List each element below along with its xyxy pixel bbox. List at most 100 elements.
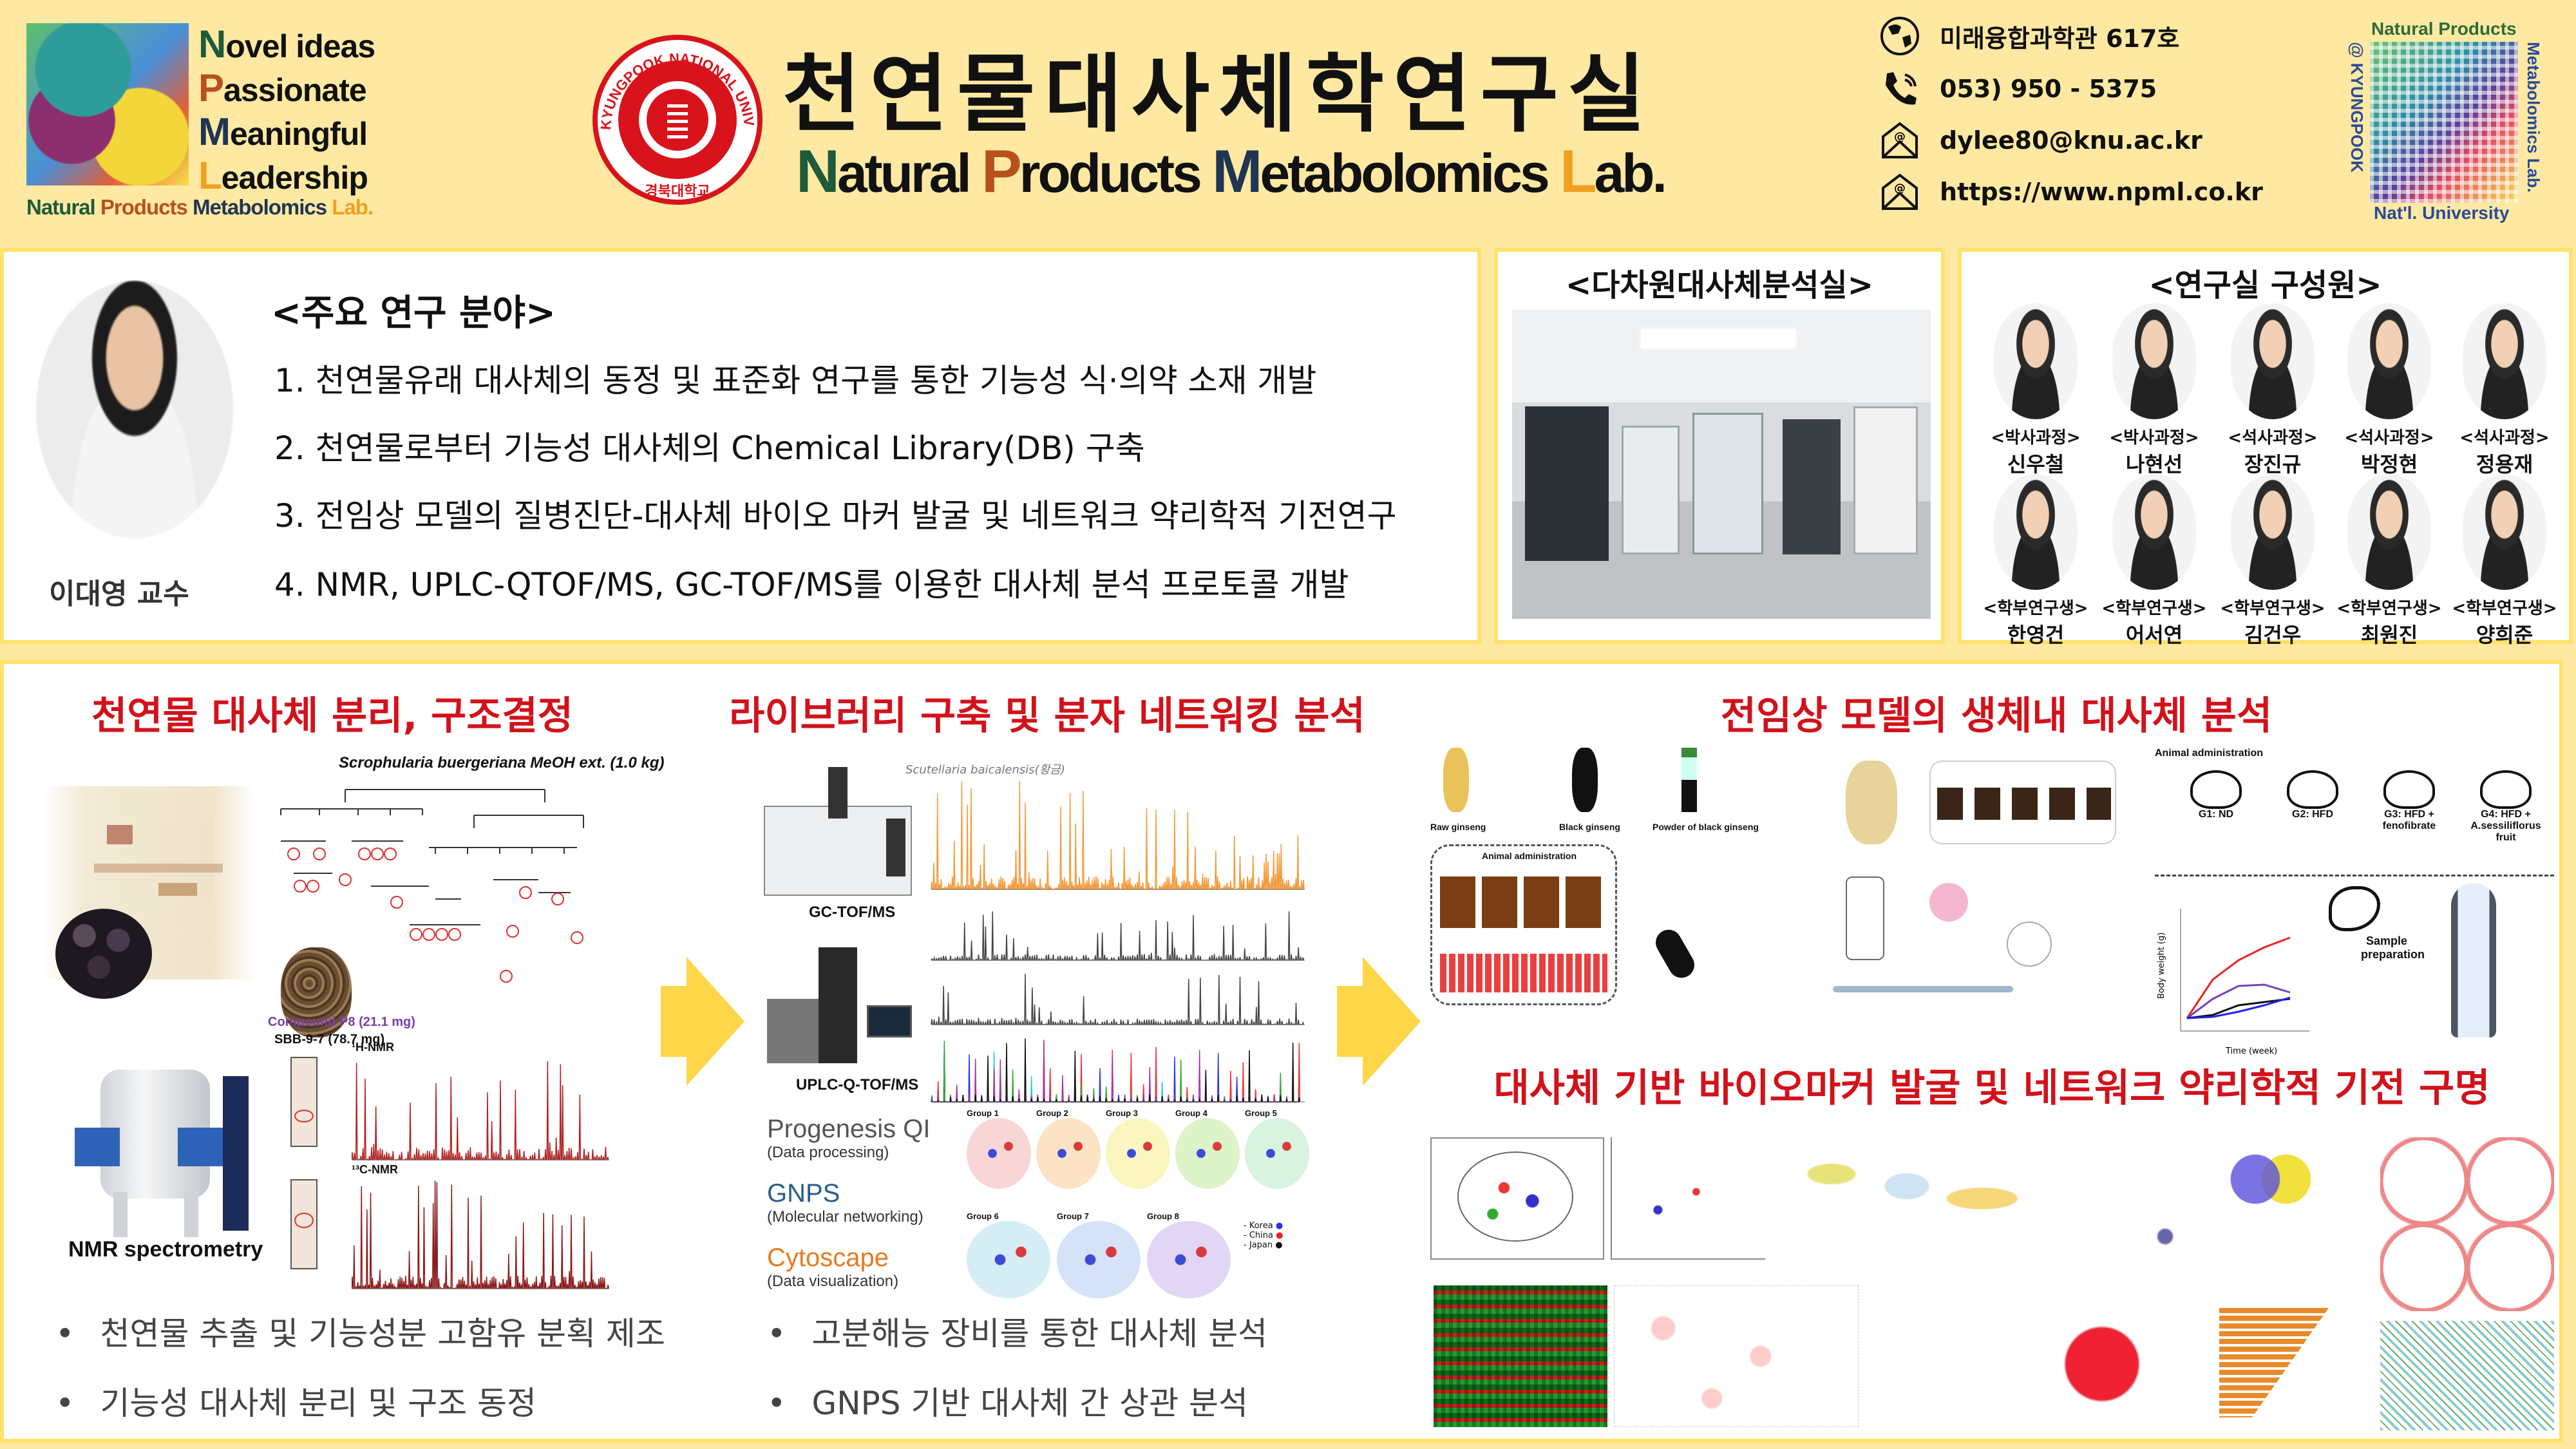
lab-title-english: Natural Products Metabolomics Lab.: [796, 137, 1667, 206]
member-card: <학부연구생> 양희준: [2447, 474, 2562, 649]
member-photo: [1994, 303, 2078, 419]
c-nmr-label: ¹³C-NMR: [352, 1163, 398, 1176]
email-link[interactable]: dylee80@knu.ac.kr: [1940, 126, 2202, 155]
spectrum-trace: [931, 974, 1305, 1025]
lab-name-word: Lab.: [332, 195, 374, 219]
npml-logo-art: [26, 23, 189, 185]
member-card: <석사과정>박정현: [2331, 303, 2447, 478]
member-role: <박사과정>: [2109, 428, 2199, 448]
network-group-label: Group 8: [1147, 1211, 1179, 1221]
tlc-strip-image: [290, 1057, 317, 1147]
mouse-group-label: G3: HFD + fenofibrate: [2382, 809, 2436, 831]
qr-label-bottom: Nat'l. University: [2374, 203, 2510, 223]
professor-name: 이대영 교수: [49, 578, 189, 611]
member-name: 어서연: [2125, 623, 2183, 647]
network-group-label: Group 3: [1106, 1108, 1138, 1118]
chromatogram-title: Scutellaria baicalensis(황금): [905, 763, 1065, 777]
facility-photo: [1512, 310, 1931, 619]
mail-icon: @: [1882, 173, 1918, 210]
mouse-icon: [2287, 770, 2338, 809]
contact-address: 미래융합과학관 617호: [1879, 15, 2179, 57]
member-photo: [2347, 303, 2431, 419]
member-name: 장진규: [2244, 452, 2302, 477]
address-text: 미래융합과학관 617호: [1940, 24, 2180, 53]
gc-tof-ms-instrument: [764, 767, 912, 902]
pathway-network: [1614, 1285, 1859, 1427]
bullet-item: GNPS 기반 대사체 간 상관 분석: [767, 1378, 1249, 1424]
metabolic-pathway-figure: [1781, 1137, 2032, 1260]
legend-item: - China ●: [1244, 1231, 1283, 1240]
member-card: <석사과정>장진규: [2215, 303, 2331, 478]
software-name: Progenesis QI: [767, 1115, 931, 1143]
qr-label-left: @ KYUNGPOOK: [2347, 42, 2367, 173]
research-overview-panel: 천연물 대사체 분리, 구조결정 Scrophularia buergerian…: [0, 660, 2563, 1443]
qr-code-block[interactable]: Natural Products @ KYUNGPOOK Metabolomic…: [2344, 16, 2550, 223]
network-group-label: Group 7: [1057, 1211, 1089, 1221]
spectrum-trace: [931, 781, 1305, 890]
research-item: 4. NMR, UPLC-QTOF/MS, GC-TOF/MS를 이용한 대사체…: [274, 566, 1349, 603]
website-link[interactable]: https://www.npml.co.kr: [1940, 178, 2263, 206]
software-desc: (Data visualization): [767, 1273, 899, 1290]
liver-icon: [2329, 886, 2380, 931]
phone-icon: [1886, 72, 1917, 105]
vip-plot: [1611, 1137, 1765, 1260]
bar-ranking-chart: [2219, 1308, 2329, 1417]
nmr-spectrometer-image: [68, 1025, 255, 1237]
member-role: <석사과정>: [2344, 428, 2434, 448]
members-panel: <연구실 구성원> <박사과정>신우철<박사과정>나현선<석사과정>장진규<석사…: [1958, 248, 2573, 647]
mouse-group-label: G4: HFD + A.sessiliflorus fruit: [2470, 809, 2541, 843]
motto-line: Meaningful: [198, 110, 368, 153]
network-group-label: Group 5: [1245, 1108, 1277, 1118]
section-heading-isolation: 천연물 대사체 분리, 구조결정: [91, 694, 573, 739]
member-photo: [2231, 474, 2315, 590]
member-role: <학부연구생>: [2336, 599, 2442, 618]
black-ginseng-process-figure: Raw ginseng Black ginseng Powder of blac…: [1430, 748, 1791, 1005]
network-centrality-figure: [2380, 1137, 2554, 1311]
legend-item: - Japan ●: [1244, 1240, 1283, 1250]
contact-email: @ dylee80@knu.ac.kr: [1879, 120, 2202, 161]
centrifuge-icon: [2451, 883, 2496, 1037]
member-name: 양희준: [2476, 623, 2533, 647]
nmr-spectra-plot: [352, 1061, 609, 1289]
pca-plot: [1430, 1137, 1604, 1260]
ginseng-label: Powder of black ginseng: [1653, 822, 1759, 832]
member-card: <학부연구생>김건우: [2215, 474, 2331, 649]
flow-arrow-icon: [1363, 957, 1421, 1086]
lab-name-word: Products: [100, 195, 193, 219]
animal-admin-label: Animal administration: [2155, 748, 2264, 759]
qr-code-image[interactable]: [2370, 42, 2518, 203]
research-item: 3. 전임상 모델의 질병진단-대사체 바이오 마커 발굴 및 네트워크 약리학…: [274, 497, 1397, 535]
chart-y-label: Body weight (g): [2157, 933, 2166, 999]
ginseng-label: Raw ginseng: [1430, 822, 1486, 832]
member-role: <석사과정>: [2459, 428, 2550, 448]
member-role: <학부연구생>: [1983, 599, 2088, 618]
sample-prep-label: Sample preparation: [2361, 934, 2425, 961]
bullet-item: 고분해능 장비를 통한 대사체 분석: [767, 1308, 1268, 1354]
mouse-group-label: G2: HFD: [2292, 809, 2333, 820]
h-nmr-label: ¹H-NMR: [352, 1041, 394, 1054]
network-group: Group 2: [1036, 1108, 1101, 1189]
spectrum-trace: [931, 1051, 1301, 1103]
member-photo: [2231, 303, 2315, 419]
spectrum-trace: [931, 1045, 1301, 1103]
member-card: <학부연구생>어서연: [2096, 474, 2212, 649]
members-title: <연구실 구성원>: [2148, 267, 2382, 303]
network-group: Group 6: [967, 1211, 1050, 1298]
member-card: <박사과정>나현선: [2096, 303, 2212, 478]
spectrum-trace: [352, 1061, 609, 1160]
svg-text:@: @: [1894, 182, 1906, 195]
globe-icon: [1880, 17, 1919, 55]
mouse-group: G2: HFD: [2271, 770, 2354, 820]
facility-title: <다차원대사체분석실>: [1566, 267, 1873, 303]
research-heading: <주요 연구 분야>: [271, 292, 556, 334]
phone-text: 053) 950 - 5375: [1940, 75, 2157, 103]
professor-photo: [36, 281, 233, 538]
member-card: <학부연구생>한영건: [1978, 474, 2094, 649]
compound-network-figure: [2039, 1137, 2219, 1421]
member-role: <학부연구생>: [2452, 599, 2557, 618]
mouse-group: G3: HFD + fenofibrate: [2367, 770, 2451, 832]
flow-arrow: [1337, 986, 1363, 1057]
contact-phone: 053) 950 - 5375: [1879, 68, 2157, 109]
